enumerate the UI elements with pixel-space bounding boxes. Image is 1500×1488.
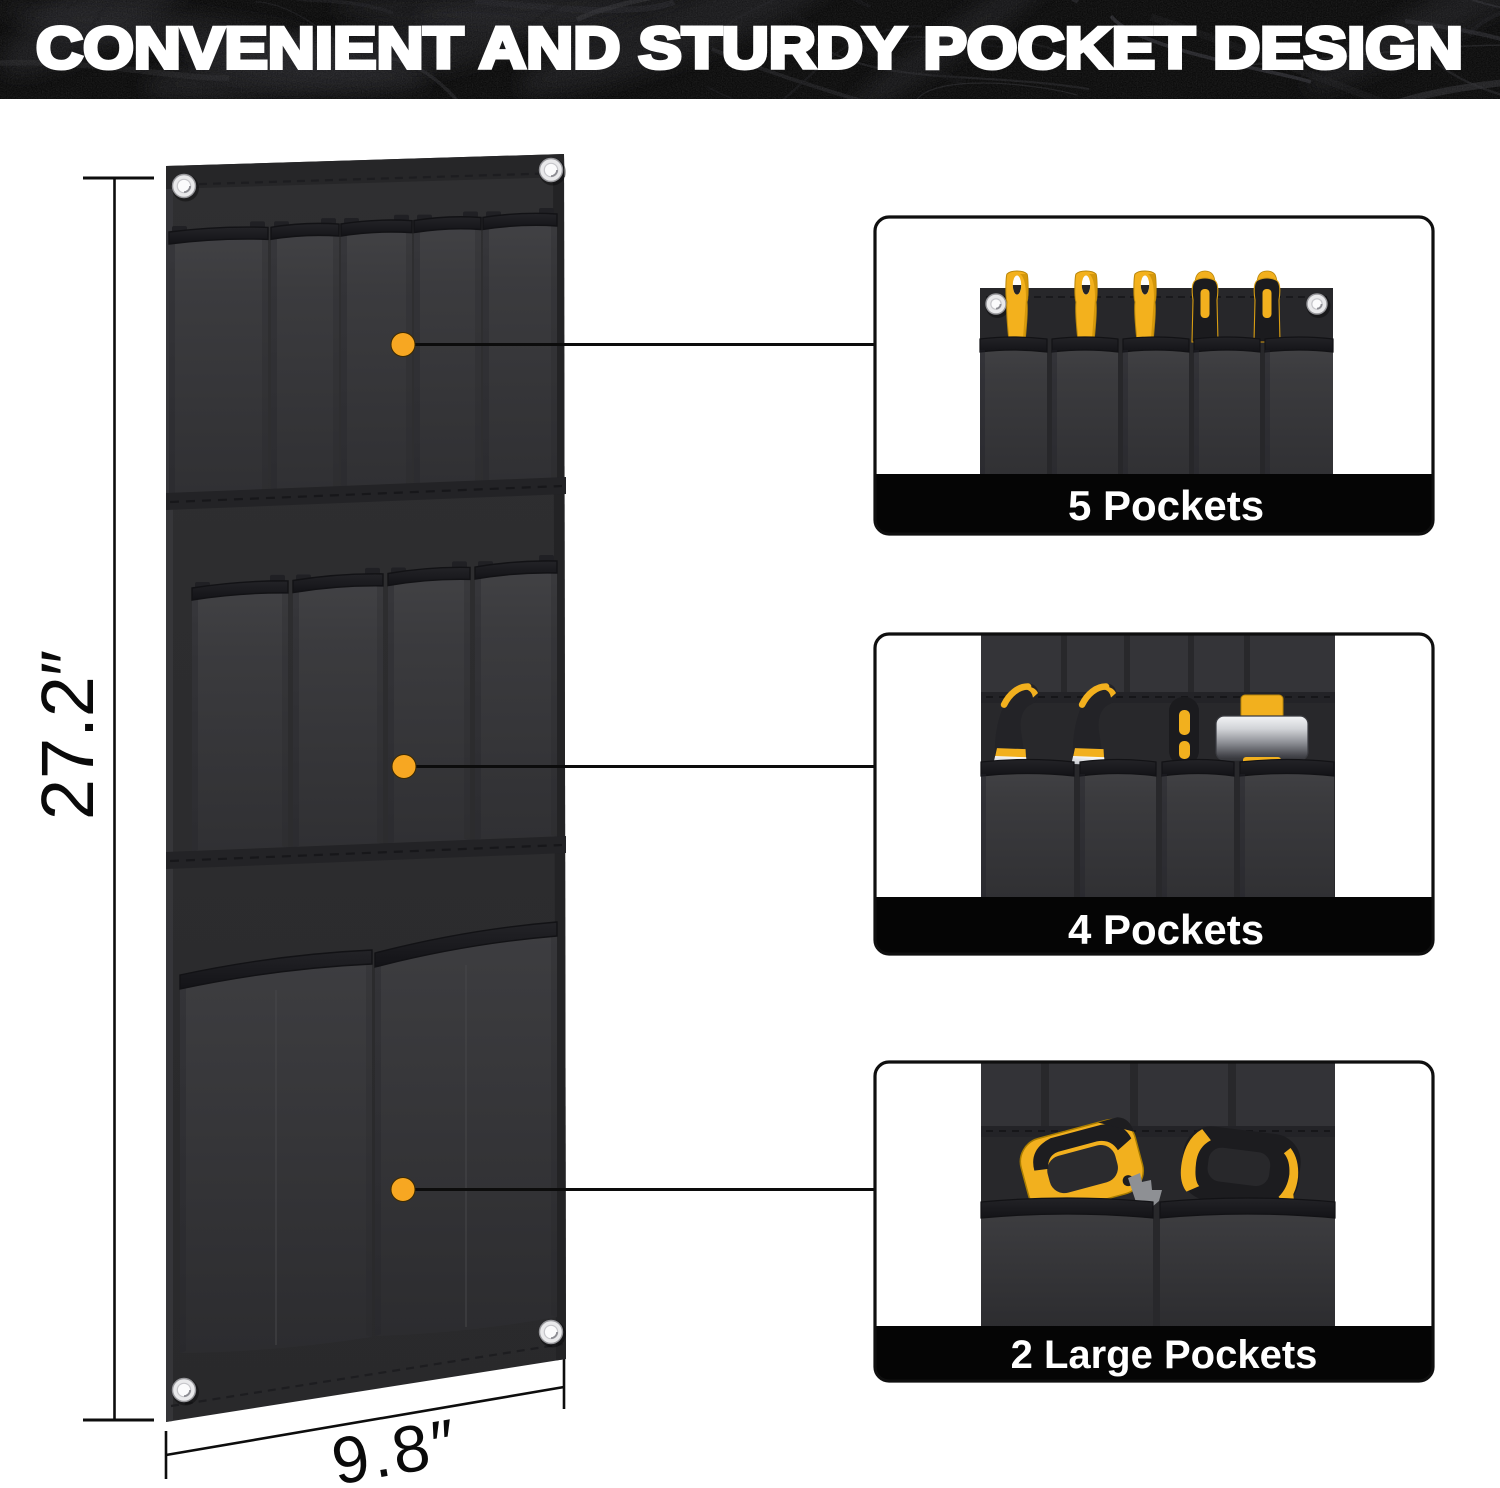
svg-text:5 Pockets: 5 Pockets (1068, 482, 1264, 529)
svg-text:2 Large Pockets: 2 Large Pockets (1011, 1333, 1318, 1377)
svg-text:4 Pockets: 4 Pockets (1068, 906, 1264, 953)
svg-text:CONVENIENT AND STURDY POCKET D: CONVENIENT AND STURDY POCKET DESIGN (36, 16, 1463, 81)
svg-text:27.2″: 27.2″ (26, 650, 109, 820)
svg-text:9.8″: 9.8″ (326, 1404, 464, 1488)
